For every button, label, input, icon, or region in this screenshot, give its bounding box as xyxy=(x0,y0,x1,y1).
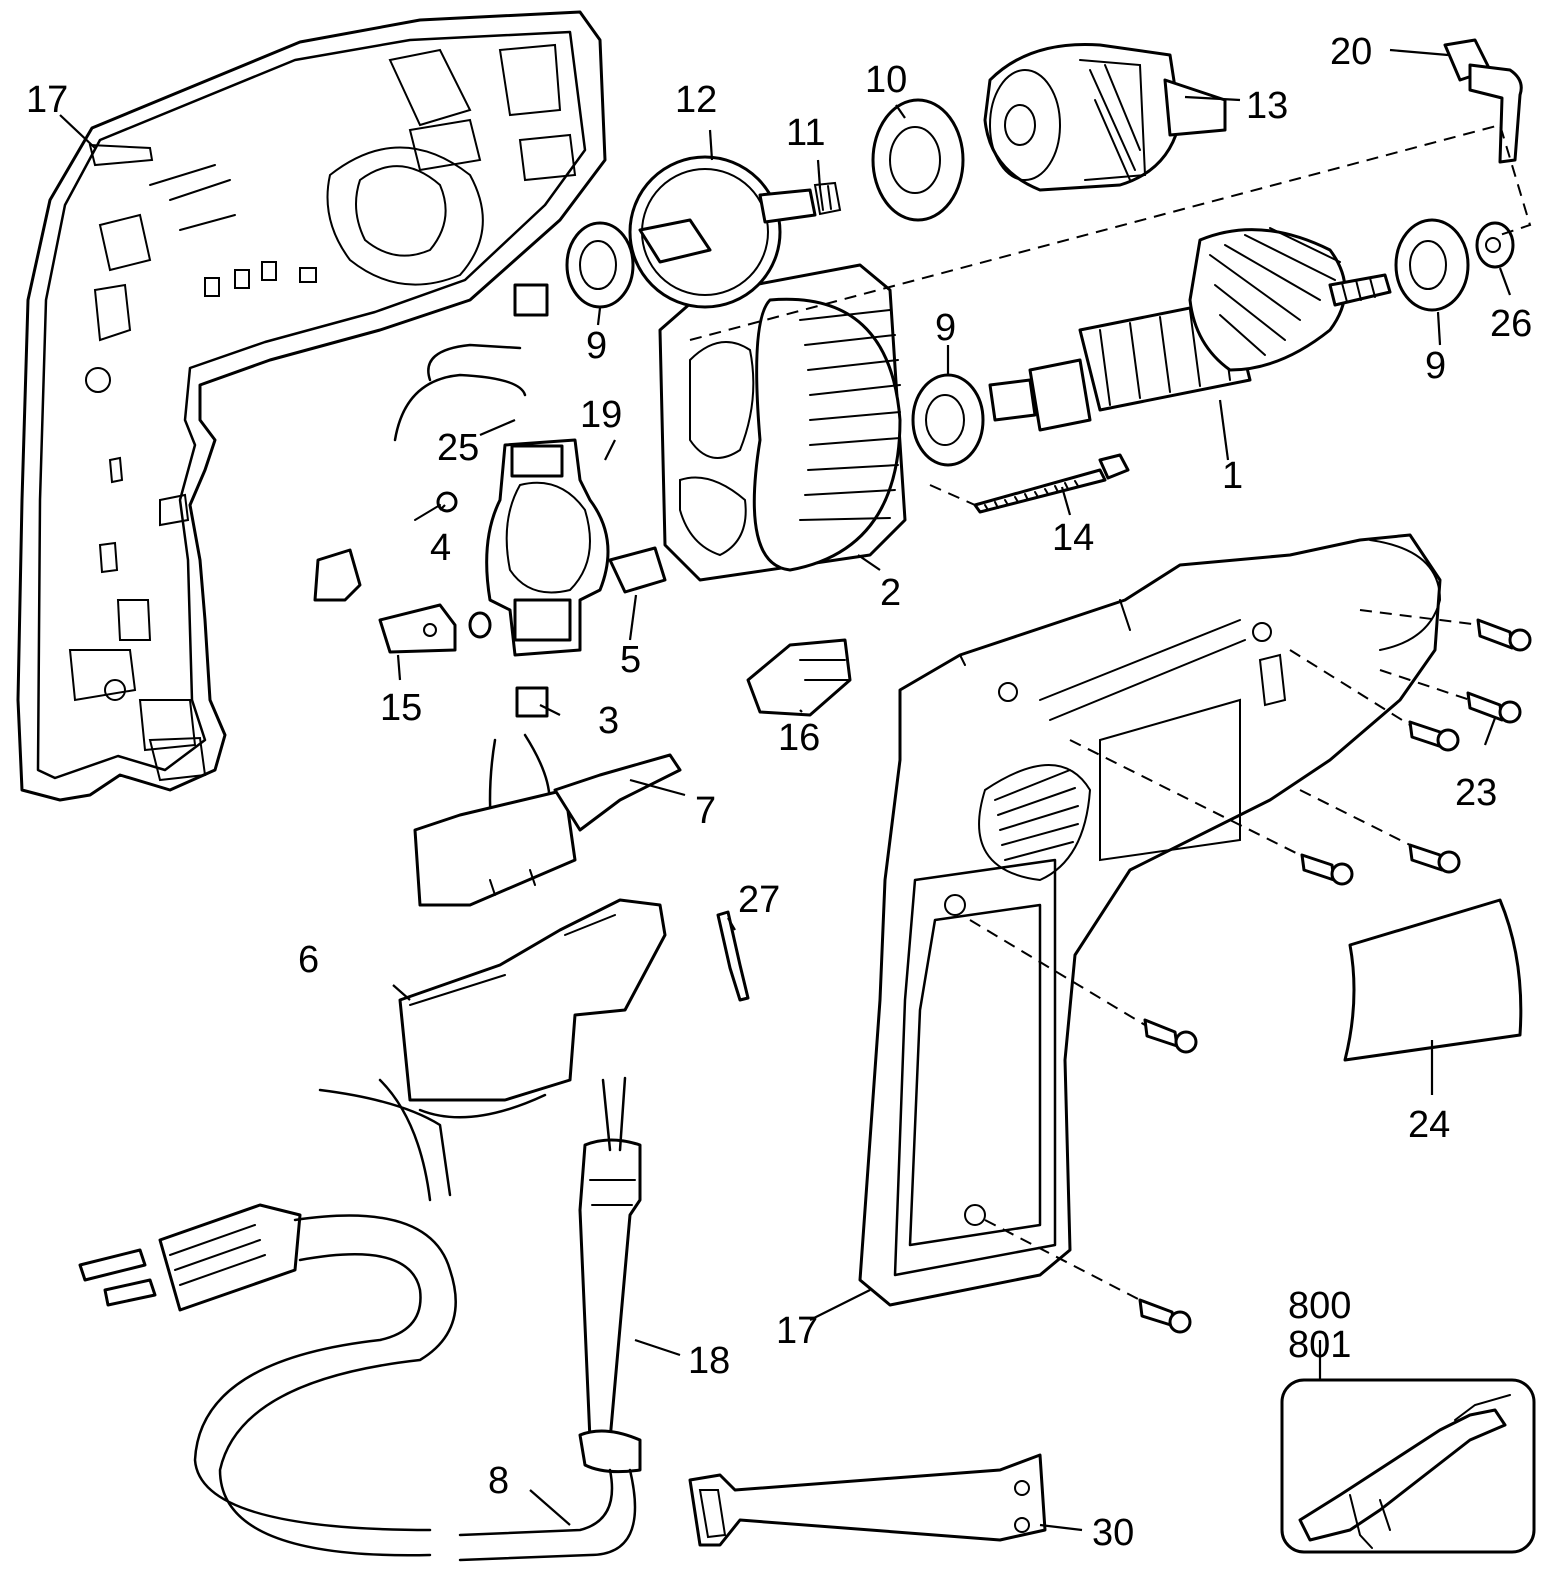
callout-3: 3 xyxy=(598,700,619,742)
callout-27: 27 xyxy=(738,879,780,921)
callout-17-left: 17 xyxy=(26,79,68,121)
callout-9-mid: 9 xyxy=(935,307,956,349)
assembly-lines xyxy=(689,123,1532,1301)
housing-screws xyxy=(1138,618,1532,1334)
callout-4: 4 xyxy=(430,527,451,569)
callout-15: 15 xyxy=(380,687,422,729)
clip xyxy=(688,1453,1047,1547)
kit-box xyxy=(1280,1378,1536,1554)
chuck-key xyxy=(1443,38,1523,164)
callout-12: 12 xyxy=(675,79,717,121)
callout-9-left: 9 xyxy=(586,325,607,367)
right-housing-half xyxy=(858,533,1442,1307)
callout-24: 24 xyxy=(1408,1104,1450,1146)
callout-800: 800 xyxy=(1288,1285,1351,1327)
callout-labels: 17 12 10 11 13 20 9 9 9 26 25 19 1 14 4 … xyxy=(26,31,1532,1554)
callout-10: 10 xyxy=(865,59,907,101)
callout-26: 26 xyxy=(1490,303,1532,345)
callout-7: 7 xyxy=(695,790,716,832)
callout-19: 19 xyxy=(580,394,622,436)
gear-and-spindle xyxy=(628,155,842,309)
callout-13: 13 xyxy=(1246,85,1288,127)
callout-14: 14 xyxy=(1052,517,1094,559)
callout-5: 5 xyxy=(620,639,641,681)
callout-25: 25 xyxy=(437,427,479,469)
armature xyxy=(988,227,1392,432)
callout-20: 20 xyxy=(1330,31,1372,73)
trigger-and-switch xyxy=(318,733,682,1202)
callout-8: 8 xyxy=(488,1460,509,1502)
leader-lines xyxy=(59,48,1512,1532)
callout-2: 2 xyxy=(880,572,901,614)
small-parts xyxy=(313,283,852,1002)
field-stator xyxy=(658,263,907,582)
callout-16: 16 xyxy=(778,717,820,759)
callout-18: 18 xyxy=(688,1340,730,1382)
power-cord xyxy=(78,1076,642,1562)
long-screw xyxy=(973,453,1130,514)
callout-9-right: 9 xyxy=(1425,345,1446,387)
callout-17-right: 17 xyxy=(776,1310,818,1352)
callout-23: 23 xyxy=(1455,772,1497,814)
brush-holder-assembly xyxy=(485,438,667,657)
callout-6: 6 xyxy=(298,939,319,981)
callout-801: 801 xyxy=(1288,1324,1351,1366)
nameplate xyxy=(1343,898,1523,1062)
left-housing-half xyxy=(16,10,607,802)
callout-30: 30 xyxy=(1092,1512,1134,1554)
callout-1: 1 xyxy=(1222,455,1243,497)
callout-11: 11 xyxy=(786,112,825,154)
